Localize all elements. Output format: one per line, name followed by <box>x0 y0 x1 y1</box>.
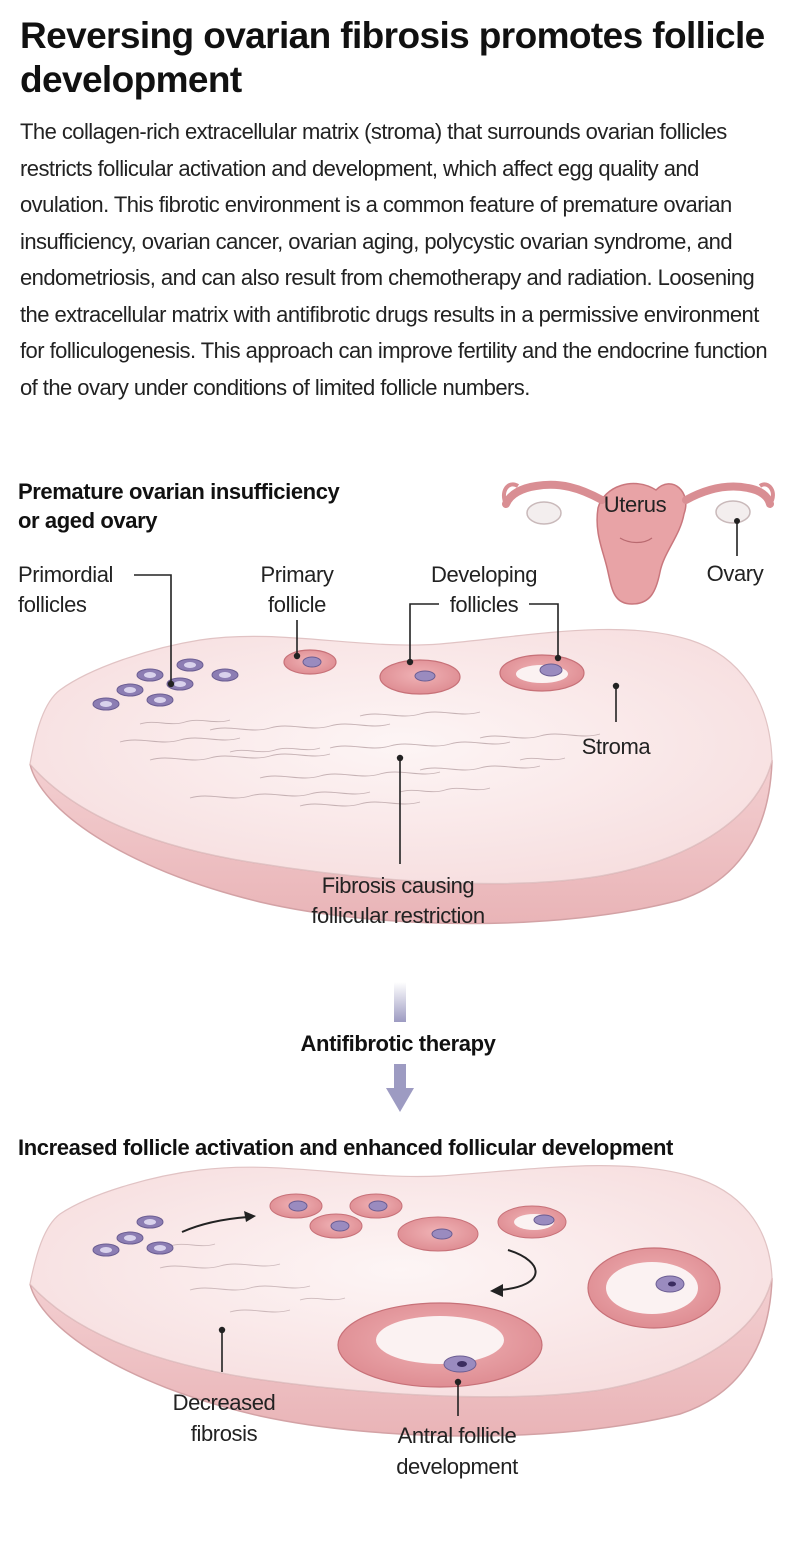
top-panel-heading-line1: Premature ovarian insufficiency <box>18 479 341 504</box>
development-arrow <box>499 1249 537 1291</box>
decreased-label-line2: fibrosis <box>191 1421 258 1446</box>
developing-leader-left <box>409 603 439 662</box>
down-arrow-icon <box>386 1088 414 1112</box>
primary-follicle <box>283 649 337 675</box>
bottom-panel-heading: Increased follicle activation and enhanc… <box>18 1135 674 1160</box>
top-panel: Premature ovarian insufficiency or aged … <box>18 479 775 928</box>
primordial-follicles <box>92 658 239 711</box>
primary-label-line2: follicle <box>268 592 326 617</box>
ovary-left <box>526 501 562 525</box>
ovary-tissue-bottom <box>29 1165 773 1437</box>
ovary-right <box>715 500 751 524</box>
antral-label-line2: development <box>396 1454 518 1479</box>
therapy-transition: Antifibrotic therapy <box>301 982 497 1112</box>
antral-label-line1: Antral follicle <box>398 1423 517 1448</box>
developing-follicle-1 <box>379 659 461 695</box>
arrow-shaft-bottom <box>394 1064 406 1090</box>
developing-follicles-bottom <box>397 1205 567 1252</box>
stroma-label: Stroma <box>582 734 652 759</box>
developing-follicle-2 <box>499 654 585 692</box>
developing-label-line1: Developing <box>431 562 537 587</box>
top-panel-heading-line2: or aged ovary <box>18 508 158 533</box>
therapy-label: Antifibrotic therapy <box>301 1031 497 1056</box>
development-arrow-head-icon <box>490 1284 503 1297</box>
primordial-follicles-bottom <box>92 1215 174 1257</box>
bottom-panel: Increased follicle activation and enhanc… <box>18 1135 773 1479</box>
large-antral-follicle-right <box>587 1247 721 1329</box>
primordial-leader-line <box>134 574 172 684</box>
decreased-label-line1: Decreased <box>173 1390 276 1415</box>
developing-leader-right <box>529 603 559 658</box>
primordial-label-line1: Primordial <box>18 562 113 587</box>
arrow-shaft-top <box>394 982 406 1022</box>
fibrosis-label-line1: Fibrosis causing <box>322 873 475 898</box>
activation-arrow <box>181 1216 249 1233</box>
uterus-illustration <box>501 480 775 605</box>
ovary-label: Ovary <box>707 561 764 586</box>
primordial-label-line2: follicles <box>18 592 87 617</box>
intro-paragraph: The collagen-rich extracellular matrix (… <box>20 119 768 400</box>
activation-arrow-head-icon <box>244 1211 256 1222</box>
antral-follicle <box>337 1302 543 1388</box>
developing-label-line2: follicles <box>450 592 519 617</box>
tissue-top-surface-bottom <box>29 1165 773 1398</box>
primary-follicles-bottom <box>269 1193 403 1239</box>
uterus-label: Uterus <box>604 492 667 517</box>
figure-title: Reversing ovarian fibrosis promotes foll… <box>20 15 765 100</box>
primary-label-line1: Primary <box>261 562 334 587</box>
reduced-fibrosis-strands <box>159 1243 346 1313</box>
fibrosis-strands <box>119 711 601 807</box>
fibrosis-label-line2: follicular restriction <box>311 903 484 928</box>
